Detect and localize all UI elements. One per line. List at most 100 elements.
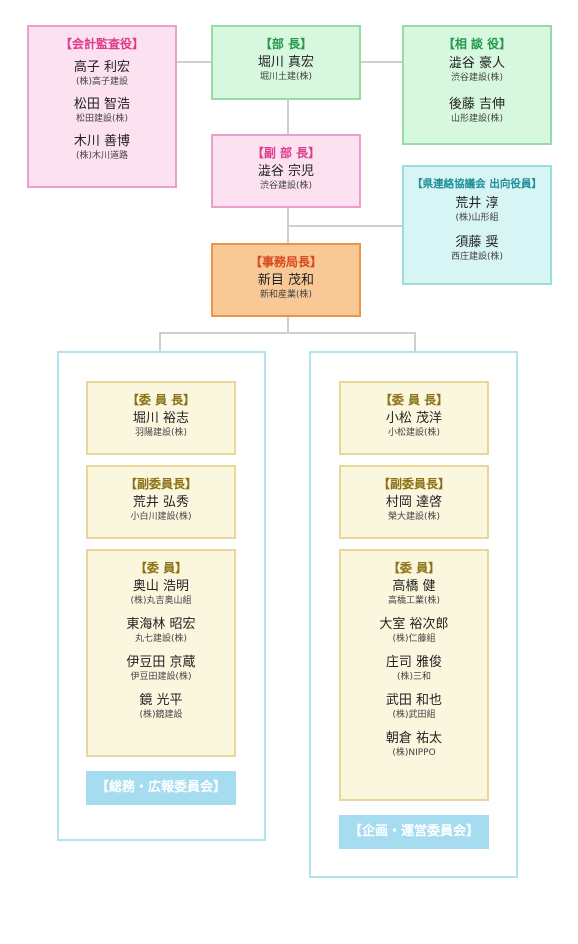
role-label: 【会計監査役】 — [59, 37, 144, 51]
member-name: 木川 善博 — [73, 134, 131, 149]
member-name: 村岡 達啓 — [385, 495, 443, 510]
role-label: 【委 員 長】 — [379, 393, 449, 407]
box-audit: 【会計監査役】 高子 利宏 (株)高子建設 松田 智浩 松田建設(株) 木川 善… — [27, 25, 177, 188]
member-name: 松田 智浩 — [73, 97, 131, 112]
member: 武田 和也 (株)武田組 — [386, 693, 442, 722]
member-company: (株)三和 — [396, 672, 431, 682]
box-right-members: 【委 員】 高橋 健 高橋工業(株) 大室 裕次郎 (株)仁藤組 庄司 雅俊 (… — [339, 549, 489, 801]
member-name: 小松 茂洋 — [385, 411, 443, 426]
member: 伊豆田 京蔵 伊豆田建設(株) — [126, 655, 195, 684]
connector-secretary-down — [287, 316, 289, 333]
member-name: 荒井 淳 — [455, 196, 499, 211]
committee-name-left: 【総務・広報委員会】 — [86, 771, 236, 805]
role-label: 【委 員】 — [387, 561, 441, 575]
role-label: 【県連絡協議会 出向役員】 — [412, 178, 542, 190]
box-left-chair: 【委 員 長】 堀川 裕志 羽陽建設(株) — [86, 381, 236, 455]
member-company: 新和産業(株) — [259, 290, 312, 300]
member-company: 高橋工業(株) — [387, 596, 441, 606]
role-label: 【部 長】 — [259, 37, 313, 51]
member-company: (株)山形組 — [455, 213, 499, 223]
member: 東海林 昭宏 丸七建設(株) — [126, 617, 195, 646]
member-company: 松田建設(株) — [75, 114, 128, 124]
role-label: 【相 談 役】 — [442, 37, 512, 51]
member-company: 山形建設(株) — [450, 114, 503, 124]
member-company: 小白川建設(株) — [130, 512, 192, 522]
connector-vice-to-secretary — [287, 207, 289, 244]
member-name: 新目 茂和 — [257, 273, 315, 288]
member-name: 高橋 健 — [392, 579, 436, 594]
member-name: 荒井 弘秀 — [132, 495, 190, 510]
member-name: 須藤 奨 — [455, 235, 499, 250]
member: 須藤 奨 西庄建設(株) — [451, 235, 503, 264]
member-company: (株)木川道路 — [75, 151, 128, 161]
member-company: (株)仁藤組 — [392, 634, 436, 644]
member-name: 大室 裕次郎 — [379, 617, 449, 632]
committee-name-right: 【企画・運営委員会】 — [339, 815, 489, 849]
member: 奥山 浩明 (株)丸吉奥山組 — [130, 579, 191, 608]
member-name: 庄司 雅俊 — [385, 655, 443, 670]
member: 庄司 雅俊 (株)三和 — [386, 655, 442, 684]
member-company: 渋谷建設(株) — [450, 73, 503, 83]
role-label: 【副委員長】 — [377, 477, 450, 491]
member-company: 丸七建設(株) — [134, 634, 187, 644]
member: 松田 智浩 松田建設(株) — [74, 97, 130, 126]
member: 村岡 達啓 榮大建設(株) — [386, 495, 442, 524]
member-company: (株)武田組 — [392, 710, 436, 720]
member-name: 堀川 裕志 — [132, 411, 190, 426]
member-company: 堀川土建(株) — [259, 72, 312, 82]
member: 堀川 真宏 堀川土建(株) — [258, 55, 314, 84]
member-company: 小松建設(株) — [387, 428, 440, 438]
box-chief: 【部 長】 堀川 真宏 堀川土建(株) — [211, 25, 361, 100]
role-label: 【副 部 長】 — [251, 146, 321, 160]
member-name: 伊豆田 京蔵 — [126, 655, 196, 670]
member-company: (株)丸吉奥山組 — [130, 596, 192, 606]
member: 後藤 吉伸 山形建設(株) — [449, 97, 505, 126]
member-name: 朝倉 祐太 — [385, 731, 443, 746]
member: 鏡 光平 (株)鏡建設 — [139, 693, 182, 722]
member: 荒井 弘秀 小白川建設(株) — [130, 495, 191, 524]
box-counselors: 【相 談 役】 澁谷 豪人 渋谷建設(株) 後藤 吉伸 山形建設(株) — [402, 25, 552, 145]
member: 高橋 健 高橋工業(株) — [388, 579, 440, 608]
member-name: 高子 利宏 — [73, 60, 131, 75]
box-right-chair: 【委 員 長】 小松 茂洋 小松建設(株) — [339, 381, 489, 455]
member-company: 榮大建設(株) — [387, 512, 440, 522]
member: 大室 裕次郎 (株)仁藤組 — [379, 617, 448, 646]
member-company: 西庄建設(株) — [450, 252, 504, 262]
member: 新目 茂和 新和産業(株) — [258, 273, 314, 302]
box-left-members: 【委 員】 奥山 浩明 (株)丸吉奥山組 東海林 昭宏 丸七建設(株) 伊豆田 … — [86, 549, 236, 757]
role-label: 【委 員 長】 — [126, 393, 196, 407]
member: 高子 利宏 (株)高子建設 — [74, 60, 130, 89]
box-secretary: 【事務局長】 新目 茂和 新和産業(株) — [211, 243, 361, 317]
member: 木川 善博 (株)木川道路 — [74, 134, 130, 163]
role-label: 【委 員】 — [134, 561, 188, 575]
member: 澁谷 宗児 渋谷建設(株) — [258, 164, 314, 193]
box-liaison: 【県連絡協議会 出向役員】 荒井 淳 (株)山形組 須藤 奨 西庄建設(株) — [402, 165, 552, 285]
member: 堀川 裕志 羽陽建設(株) — [133, 411, 189, 440]
member: 荒井 淳 (株)山形組 — [455, 196, 498, 225]
box-vice-chief: 【副 部 長】 澁谷 宗児 渋谷建設(株) — [211, 134, 361, 208]
member-company: (株)高子建設 — [75, 77, 128, 87]
member-company: (株)NIPPO — [392, 748, 436, 758]
member-name: 奥山 浩明 — [132, 579, 190, 594]
member-name: 澁谷 豪人 — [448, 56, 506, 71]
box-left-vice: 【副委員長】 荒井 弘秀 小白川建設(株) — [86, 465, 236, 539]
connector-committees-horizontal — [160, 332, 416, 334]
connector-liaison — [289, 225, 402, 227]
member-company: 渋谷建設(株) — [259, 181, 312, 191]
member-name: 堀川 真宏 — [257, 55, 315, 70]
connector-chief-to-vice — [287, 99, 289, 135]
box-right-vice: 【副委員長】 村岡 達啓 榮大建設(株) — [339, 465, 489, 539]
role-label: 【事務局長】 — [249, 255, 322, 269]
member-company: (株)鏡建設 — [139, 710, 183, 720]
member-name: 東海林 昭宏 — [126, 617, 196, 632]
member-company: 伊豆田建設(株) — [130, 672, 192, 682]
member: 小松 茂洋 小松建設(株) — [386, 411, 442, 440]
member-name: 後藤 吉伸 — [448, 97, 506, 112]
member-company: 羽陽建設(株) — [134, 428, 187, 438]
member-name: 澁谷 宗児 — [257, 164, 315, 179]
member-name: 鏡 光平 — [139, 693, 183, 708]
member: 澁谷 豪人 渋谷建設(株) — [449, 56, 505, 85]
member: 朝倉 祐太 (株)NIPPO — [386, 731, 442, 760]
role-label: 【副委員長】 — [124, 477, 197, 491]
member-name: 武田 和也 — [385, 693, 443, 708]
